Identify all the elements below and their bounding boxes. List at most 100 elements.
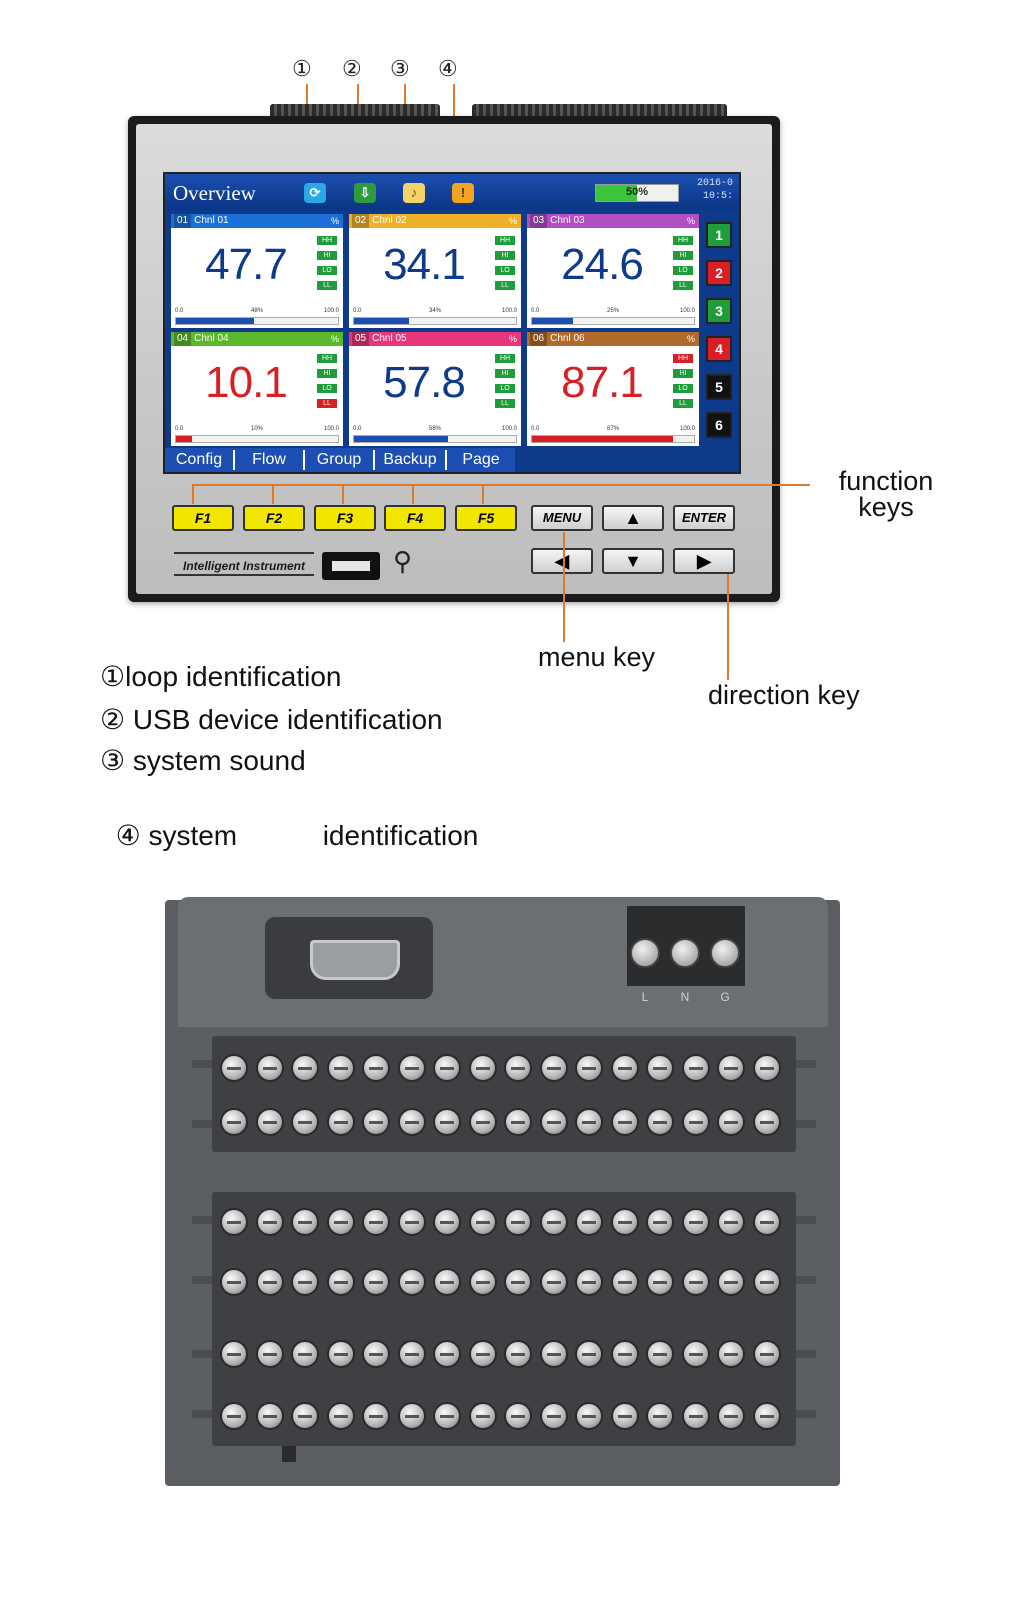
up-button[interactable]: ▲: [602, 505, 664, 531]
terminal-screw[interactable]: [468, 1108, 497, 1136]
terminal-screw[interactable]: [397, 1054, 426, 1082]
terminal-screw[interactable]: [397, 1108, 426, 1136]
terminal-screw[interactable]: [504, 1208, 532, 1236]
right-button[interactable]: ▶: [673, 548, 735, 574]
terminal-screw[interactable]: [681, 1402, 710, 1430]
terminal-screw[interactable]: [539, 1054, 568, 1082]
terminal-screw[interactable]: [326, 1208, 355, 1236]
terminal-screw[interactable]: [717, 1208, 745, 1236]
terminal-screw[interactable]: [362, 1208, 390, 1236]
terminal-screw[interactable]: [326, 1340, 355, 1368]
terminal-screw[interactable]: [717, 1340, 745, 1368]
side-channel-button[interactable]: 4: [706, 336, 732, 362]
terminal-screw[interactable]: [610, 1108, 639, 1136]
terminal-screw[interactable]: [539, 1268, 568, 1296]
side-channel-button[interactable]: 1: [706, 222, 732, 248]
terminal-screw[interactable]: [717, 1402, 745, 1430]
terminal-screw[interactable]: [255, 1402, 284, 1430]
f3-button[interactable]: F3: [314, 505, 376, 531]
terminal-screw[interactable]: [504, 1108, 532, 1136]
terminal-screw[interactable]: [291, 1054, 319, 1082]
terminal-screw[interactable]: [504, 1054, 532, 1082]
terminal-screw[interactable]: [326, 1054, 355, 1082]
terminal-screw[interactable]: [752, 1054, 781, 1082]
terminal-screw[interactable]: [610, 1268, 639, 1296]
terminal-screw[interactable]: [610, 1402, 639, 1430]
terminal-screw[interactable]: [433, 1054, 461, 1082]
terminal-screw[interactable]: [362, 1054, 390, 1082]
softkey-group[interactable]: Group: [305, 450, 375, 470]
terminal-screw[interactable]: [220, 1054, 248, 1082]
terminal-screw[interactable]: [220, 1340, 248, 1368]
terminal-screw[interactable]: [539, 1402, 568, 1430]
f2-button[interactable]: F2: [243, 505, 305, 531]
terminal-screw[interactable]: [468, 1208, 497, 1236]
f5-button[interactable]: F5: [455, 505, 517, 531]
terminal-screw[interactable]: [717, 1108, 745, 1136]
terminal-screw[interactable]: [681, 1340, 710, 1368]
terminal-screw[interactable]: [326, 1108, 355, 1136]
terminal-screw[interactable]: [468, 1268, 497, 1296]
terminal-screw[interactable]: [610, 1340, 639, 1368]
terminal-screw[interactable]: [220, 1208, 248, 1236]
power-screw-l[interactable]: [630, 938, 660, 968]
terminal-screw[interactable]: [255, 1208, 284, 1236]
terminal-screw[interactable]: [397, 1268, 426, 1296]
side-channel-button[interactable]: 5: [706, 374, 732, 400]
terminal-screw[interactable]: [362, 1108, 390, 1136]
terminal-screw[interactable]: [539, 1208, 568, 1236]
terminal-screw[interactable]: [610, 1208, 639, 1236]
terminal-screw[interactable]: [504, 1402, 532, 1430]
terminal-screw[interactable]: [539, 1108, 568, 1136]
terminal-screw[interactable]: [433, 1208, 461, 1236]
terminal-screw[interactable]: [575, 1108, 603, 1136]
terminal-screw[interactable]: [646, 1268, 674, 1296]
enter-button[interactable]: ENTER: [673, 505, 735, 531]
terminal-screw[interactable]: [681, 1054, 710, 1082]
terminal-screw[interactable]: [575, 1268, 603, 1296]
softkey-backup[interactable]: Backup: [375, 450, 447, 470]
terminal-screw[interactable]: [752, 1340, 781, 1368]
terminal-screw[interactable]: [468, 1340, 497, 1368]
terminal-screw[interactable]: [468, 1402, 497, 1430]
menu-button[interactable]: MENU: [531, 505, 593, 531]
side-channel-button[interactable]: 2: [706, 260, 732, 286]
terminal-screw[interactable]: [291, 1340, 319, 1368]
down-button[interactable]: ▼: [602, 548, 664, 574]
terminal-screw[interactable]: [681, 1268, 710, 1296]
terminal-screw[interactable]: [255, 1340, 284, 1368]
terminal-screw[interactable]: [362, 1268, 390, 1296]
terminal-screw[interactable]: [291, 1108, 319, 1136]
terminal-screw[interactable]: [539, 1340, 568, 1368]
terminal-screw[interactable]: [468, 1054, 497, 1082]
terminal-screw[interactable]: [255, 1108, 284, 1136]
terminal-screw[interactable]: [575, 1208, 603, 1236]
terminal-screw[interactable]: [717, 1268, 745, 1296]
softkey-config[interactable]: Config: [165, 450, 235, 470]
usb-port[interactable]: [322, 552, 380, 580]
left-button[interactable]: ◀: [531, 548, 593, 574]
terminal-screw[interactable]: [504, 1268, 532, 1296]
terminal-screw[interactable]: [646, 1054, 674, 1082]
terminal-screw[interactable]: [433, 1340, 461, 1368]
terminal-screw[interactable]: [646, 1340, 674, 1368]
terminal-screw[interactable]: [610, 1054, 639, 1082]
terminal-screw[interactable]: [752, 1208, 781, 1236]
softkey-page[interactable]: Page: [462, 451, 500, 468]
terminal-screw[interactable]: [220, 1108, 248, 1136]
terminal-screw[interactable]: [504, 1340, 532, 1368]
terminal-screw[interactable]: [326, 1268, 355, 1296]
terminal-screw[interactable]: [646, 1108, 674, 1136]
terminal-screw[interactable]: [575, 1340, 603, 1368]
terminal-screw[interactable]: [752, 1268, 781, 1296]
terminal-screw[interactable]: [220, 1268, 248, 1296]
terminal-screw[interactable]: [575, 1402, 603, 1430]
side-channel-button[interactable]: 3: [706, 298, 732, 324]
terminal-screw[interactable]: [717, 1054, 745, 1082]
terminal-screw[interactable]: [291, 1402, 319, 1430]
terminal-screw[interactable]: [752, 1108, 781, 1136]
